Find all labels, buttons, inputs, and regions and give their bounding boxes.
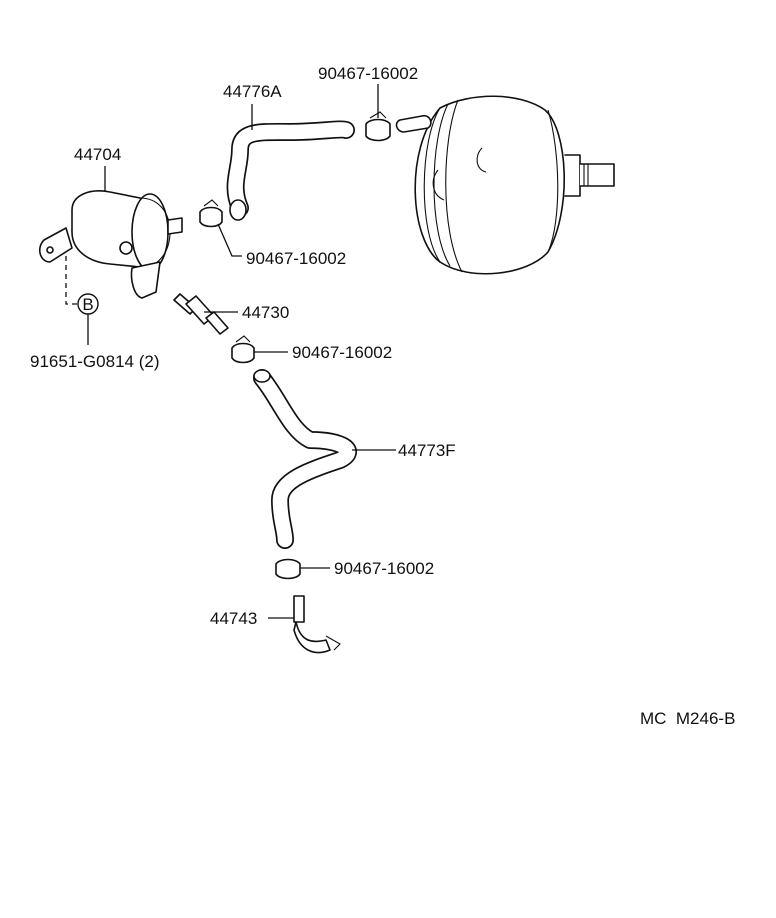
label-clip-bottom: 90467-16002 <box>334 559 434 578</box>
label-bolt-ref: 91651-G0814 (2) <box>30 352 159 371</box>
lower-hose-icon <box>253 369 357 549</box>
vacuum-tank-icon <box>38 190 183 299</box>
label-check-valve: 44730 <box>242 303 289 322</box>
label-clip-lower-mid: 90467-16002 <box>292 343 392 362</box>
brake-booster-icon <box>395 95 615 275</box>
diagram-code: MC M246-B <box>640 709 735 728</box>
union-fitting-icon <box>293 595 341 654</box>
bolt-marker: B <box>77 293 99 315</box>
check-valve-icon <box>173 293 229 335</box>
label-clip-upper-mid: 90467-16002 <box>246 249 346 268</box>
hose-clip-icon <box>365 111 391 142</box>
label-union: 44743 <box>210 609 257 628</box>
hose-clip-icon <box>199 199 223 228</box>
upper-hose-icon <box>226 120 355 221</box>
label-canister: 44704 <box>74 145 121 164</box>
hose-clip-icon <box>231 335 255 364</box>
leader-lines <box>65 84 396 619</box>
hose-clip-icon <box>275 558 301 580</box>
bolt-marker-label: B <box>82 295 93 314</box>
label-hose-lower: 44773F <box>398 441 456 460</box>
label-hose-upper: 44776A <box>223 82 282 101</box>
label-clip-top: 90467-16002 <box>318 64 418 83</box>
